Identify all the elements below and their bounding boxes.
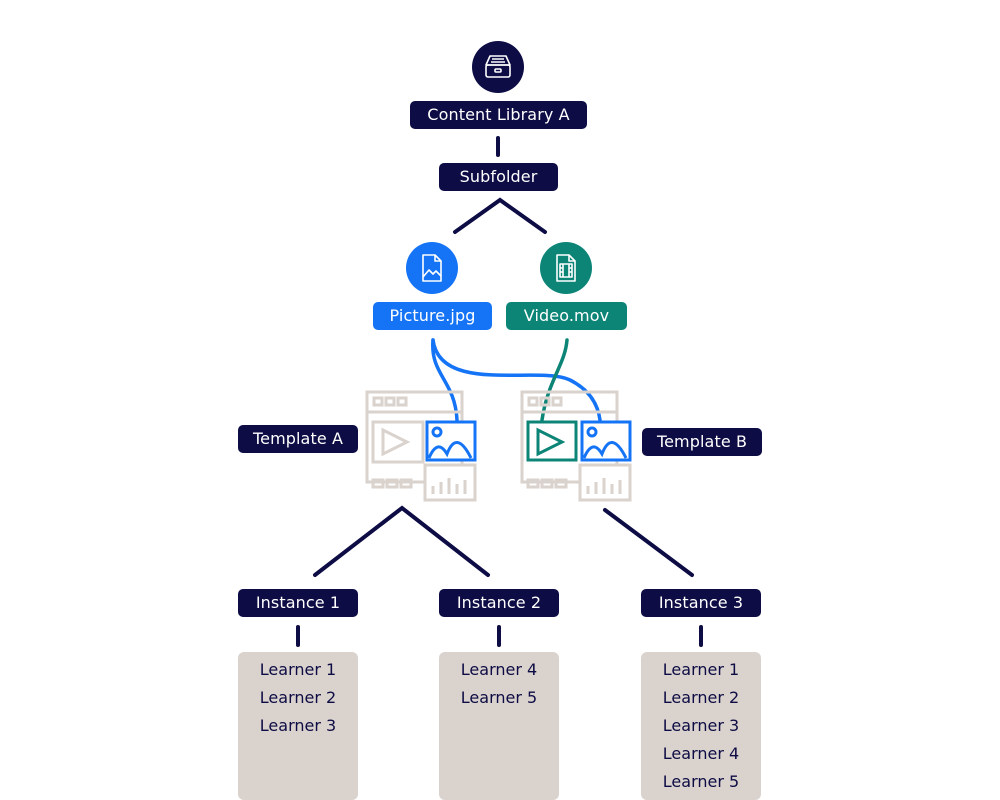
learner-item: Learner 5 <box>662 772 740 791</box>
instance-1-learner-list: Learner 1 Learner 2 Learner 3 <box>238 652 358 800</box>
picture-file-label[interactable]: Picture.jpg <box>373 302 492 330</box>
archive-drawer-icon <box>472 41 524 93</box>
connector-templateB-instance3 <box>603 508 694 577</box>
template-b-icon <box>520 390 632 502</box>
video-file-icon <box>540 242 592 294</box>
learner-item: Learner 2 <box>259 688 337 707</box>
instance-2-label[interactable]: Instance 2 <box>439 589 559 617</box>
template-b-label[interactable]: Template B <box>642 428 762 456</box>
instance-3-label[interactable]: Instance 3 <box>641 589 761 617</box>
content-library-label[interactable]: Content Library A <box>410 101 587 129</box>
connector-picture-templateB <box>431 338 602 422</box>
learner-item: Learner 3 <box>662 716 740 735</box>
instance-1-label[interactable]: Instance 1 <box>238 589 358 617</box>
image-file-icon <box>406 242 458 294</box>
instance-3-learner-list: Learner 1 Learner 2 Learner 3 Learner 4 … <box>641 652 761 800</box>
learner-item: Learner 1 <box>259 660 337 679</box>
connector-video-templateB <box>540 338 569 422</box>
learner-item: Learner 3 <box>259 716 337 735</box>
learner-item: Learner 1 <box>662 660 740 679</box>
learner-item: Learner 5 <box>460 688 538 707</box>
video-file-label[interactable]: Video.mov <box>506 302 627 330</box>
template-a-label[interactable]: Template A <box>238 425 358 453</box>
instance-2-learner-list: Learner 4 Learner 5 <box>439 652 559 800</box>
learner-item: Learner 2 <box>662 688 740 707</box>
connector-picture-templateA <box>431 338 459 422</box>
learner-item: Learner 4 <box>662 744 740 763</box>
connector-templateA-instances <box>313 505 490 577</box>
learner-item: Learner 4 <box>460 660 538 679</box>
subfolder-label[interactable]: Subfolder <box>439 163 558 191</box>
connector-subfolder-files <box>453 197 547 234</box>
template-a-icon <box>365 390 477 502</box>
